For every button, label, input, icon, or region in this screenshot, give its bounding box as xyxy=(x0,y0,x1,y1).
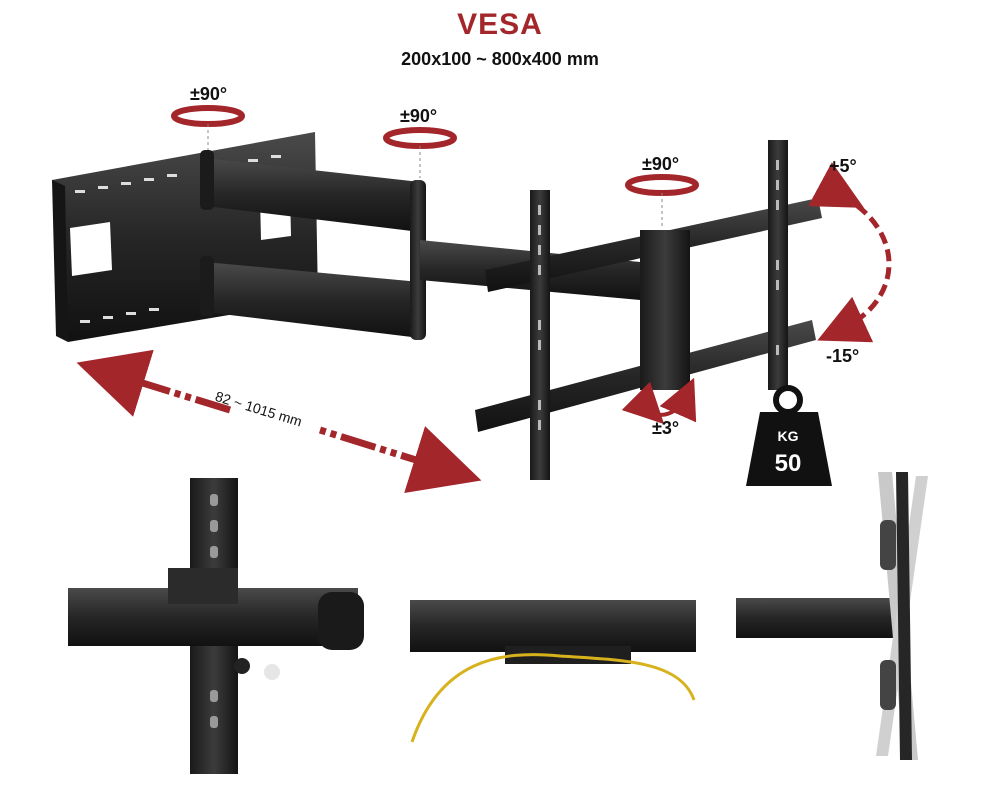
detail-cable-clip xyxy=(410,600,696,743)
page-title: VESA xyxy=(457,8,543,41)
rotation-ring-wall xyxy=(171,105,245,150)
rotation-label-wall: ±90° xyxy=(190,84,228,104)
vesa-range: 200x100 ~ 800x400 mm xyxy=(401,49,599,69)
extension-arrow xyxy=(76,349,482,493)
weight-unit: KG xyxy=(777,428,799,444)
rotation-ring-arm xyxy=(383,127,457,178)
rotation-ring-head xyxy=(625,174,699,228)
weight-icon xyxy=(746,385,832,486)
tilt-arrow xyxy=(808,162,892,343)
detail-crossbar-endcap xyxy=(68,478,364,774)
rotation-label-arm: ±90° xyxy=(400,106,438,126)
tv-bracket xyxy=(475,140,822,480)
detail-tilt-side xyxy=(736,472,928,760)
tilt-down-label: -15° xyxy=(826,346,860,366)
level-adjust-arrow xyxy=(621,377,697,425)
tilt-up-label: +5° xyxy=(829,156,857,176)
upper-arm xyxy=(200,150,426,340)
rotation-label-head: ±90° xyxy=(642,154,680,174)
level-adjust-label: ±3° xyxy=(652,418,680,438)
weight-value: 50 xyxy=(774,450,802,477)
